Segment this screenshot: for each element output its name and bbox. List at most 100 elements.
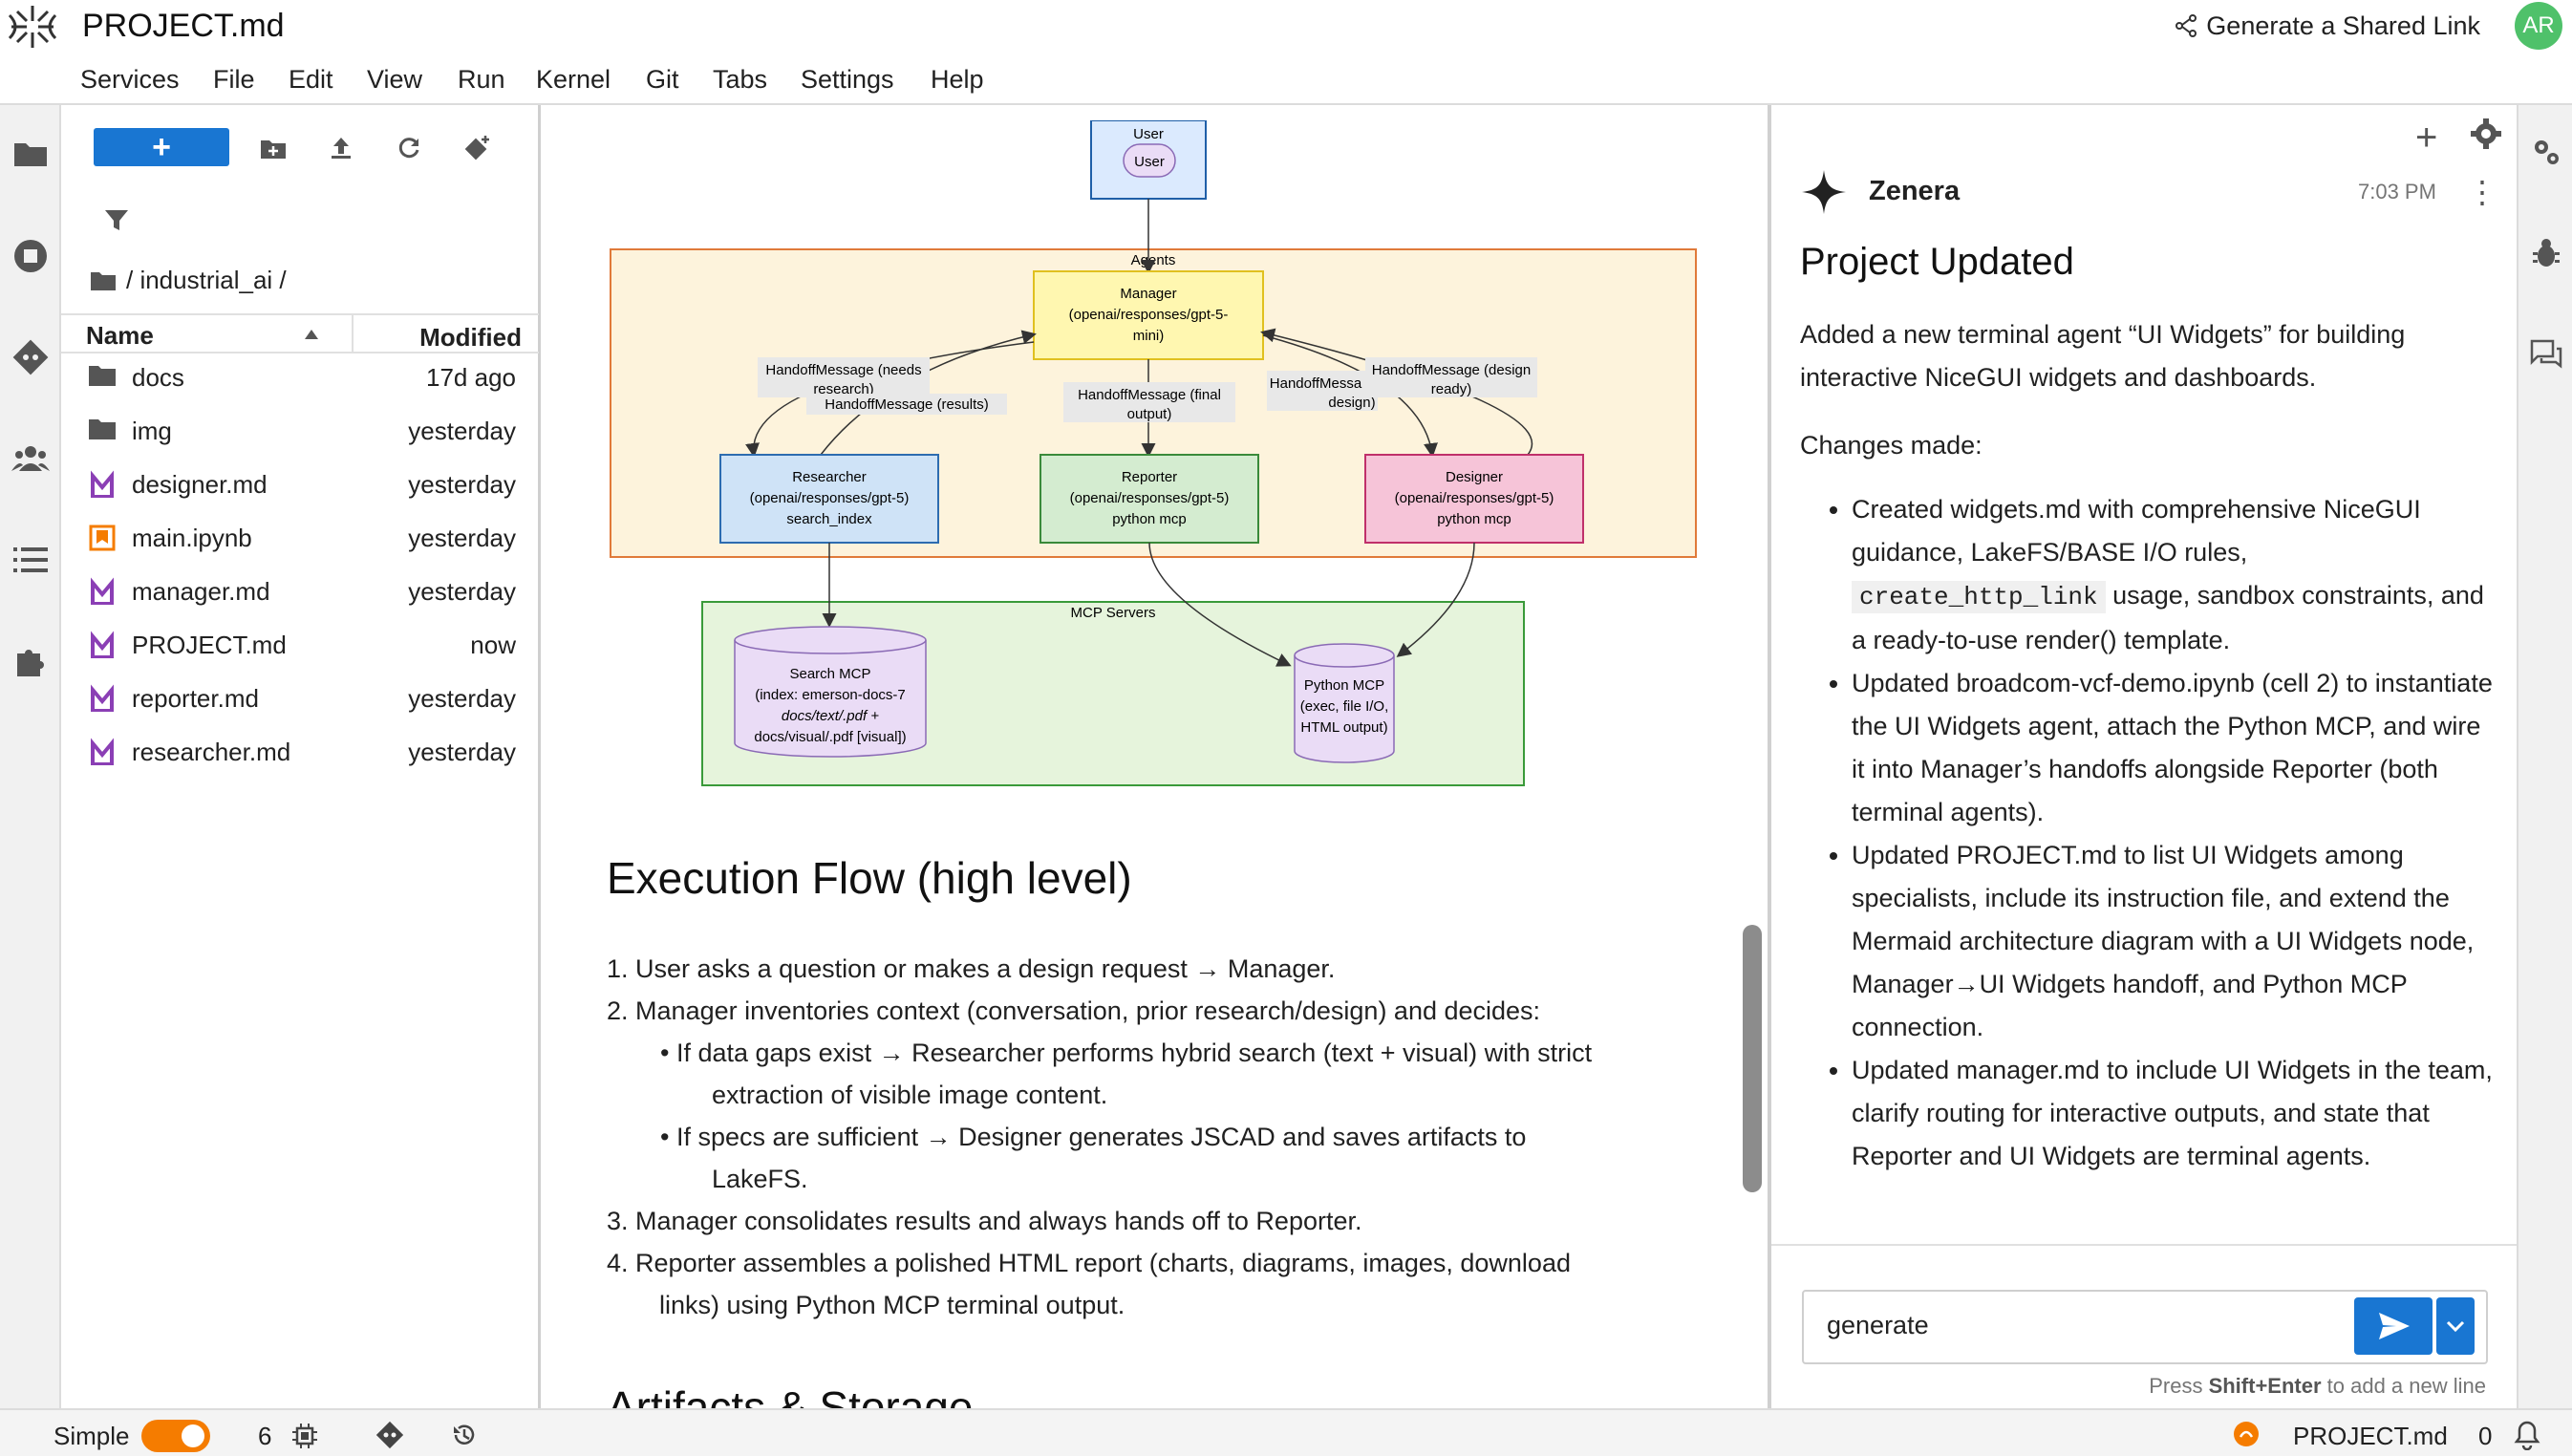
file-row[interactable]: manager.mdyesterday — [61, 569, 539, 615]
message-intro: Added a new terminal agent “UI Widgets” … — [1800, 313, 2497, 399]
kernel-status-icon[interactable] — [2232, 1420, 2261, 1448]
markdown-icon — [88, 470, 117, 499]
section-heading: Execution Flow (high level) — [607, 852, 1132, 904]
refresh-icon[interactable] — [393, 132, 425, 164]
app-logo-icon[interactable] — [6, 2, 59, 52]
menu-view[interactable]: View — [367, 65, 422, 94]
folder-icon — [88, 363, 117, 392]
menu-git[interactable]: Git — [646, 65, 679, 94]
sub-list-item-1-cont: extraction of visible image content. — [712, 1074, 1107, 1116]
running-icon[interactable] — [10, 235, 52, 277]
file-modified: yesterday — [408, 738, 516, 767]
user-node-label: User — [1133, 126, 1164, 142]
chat-panel: + Zenera 7:03 PM ⋮ Project Updated Added… — [1771, 105, 2517, 1408]
edge-needs-research-1: HandoffMessage (needs — [765, 362, 921, 378]
menu-edit[interactable]: Edit — [289, 65, 333, 94]
edge-results: HandoffMessage (results) — [825, 396, 988, 413]
left-sidebar — [0, 105, 61, 1408]
list-text: User asks a question or makes a design r… — [635, 954, 1335, 983]
hint-text: to add a new line — [2322, 1374, 2486, 1398]
file-row[interactable]: imgyesterday — [61, 409, 539, 455]
history-icon[interactable] — [451, 1422, 478, 1448]
file-modified: yesterday — [408, 524, 516, 553]
reporter-label-3: python mcp — [1112, 511, 1187, 527]
users-icon[interactable] — [10, 438, 52, 480]
file-row[interactable]: researcher.mdyesterday — [61, 730, 539, 776]
git-clone-icon[interactable] — [461, 132, 493, 164]
file-name: PROJECT.md — [132, 631, 287, 660]
edge-final-1: HandoffMessage (final — [1078, 387, 1221, 403]
chat-input[interactable]: generate — [1802, 1290, 2488, 1364]
hint-key: Shift+Enter — [2209, 1374, 2322, 1398]
folder-icon[interactable] — [10, 132, 52, 174]
manager-label-1: Manager — [1120, 286, 1176, 302]
extension-icon[interactable] — [10, 640, 52, 682]
file-row[interactable]: docs 17d ago — [61, 355, 539, 401]
input-hint: Press Shift+Enter to add a new line — [2149, 1374, 2486, 1399]
menu-services[interactable]: Services — [80, 65, 180, 94]
send-button[interactable] — [2354, 1297, 2433, 1355]
share-icon — [2174, 13, 2198, 38]
more-options-icon[interactable]: ⋮ — [2467, 174, 2497, 210]
file-row[interactable]: main.ipynbyesterday — [61, 516, 539, 562]
property-inspector-icon[interactable] — [2528, 134, 2564, 170]
list-item-2: 2. Manager inventories context (conversa… — [607, 990, 1540, 1032]
menu-run[interactable]: Run — [458, 65, 505, 94]
simple-mode-toggle[interactable] — [141, 1420, 210, 1452]
send-options-button[interactable] — [2436, 1297, 2475, 1355]
bell-icon[interactable] — [2513, 1420, 2541, 1450]
list-item-4-cont: links) using Python MCP terminal output. — [659, 1284, 1125, 1326]
file-row[interactable]: reporter.mdyesterday — [61, 676, 539, 722]
editor-scrollbar[interactable] — [1743, 925, 1762, 1192]
git-status-icon[interactable] — [375, 1420, 405, 1450]
new-launcher-button[interactable]: + — [94, 128, 229, 166]
folder-icon — [90, 270, 117, 291]
file-row[interactable]: PROJECT.mdnow — [61, 623, 539, 669]
menu-settings[interactable]: Settings — [801, 65, 894, 94]
changes-list: Created widgets.md with comprehensive Ni… — [1852, 488, 2497, 1178]
column-divider[interactable] — [352, 315, 354, 353]
document-title: PROJECT.md — [82, 4, 285, 48]
toc-icon[interactable] — [10, 539, 52, 581]
python-mcp-label-1: Python MCP — [1304, 677, 1384, 694]
edge-design-ready-2: ready) — [1431, 381, 1472, 397]
new-chat-icon[interactable]: + — [2415, 117, 2437, 160]
markdown-preview: User User Agents Manager(openai/response… — [544, 105, 1771, 1408]
python-mcp-label-2: (exec, file I/O, — [1300, 698, 1389, 715]
cpu-icon[interactable] — [290, 1422, 319, 1450]
chat-icon[interactable] — [2528, 336, 2564, 373]
new-folder-icon[interactable] — [257, 132, 289, 164]
user-avatar[interactable]: AR — [2515, 2, 2562, 50]
kernel-count[interactable]: 6 — [258, 1422, 271, 1451]
gear-icon[interactable] — [2469, 117, 2503, 151]
upload-icon[interactable] — [325, 132, 357, 164]
inline-code: create_http_link — [1852, 581, 2106, 613]
agents-group-label: Agents — [1131, 252, 1176, 268]
markdown-icon — [88, 684, 117, 713]
column-name-header[interactable]: Name — [86, 321, 154, 351]
menu-tabs[interactable]: Tabs — [713, 65, 767, 94]
list-text: Reporter assembles a polished HTML repor… — [635, 1249, 1571, 1277]
researcher-label-2: (openai/responses/gpt-5) — [750, 490, 910, 506]
status-bar: Simple 6 PROJECT.md 0 — [0, 1408, 2572, 1456]
filter-icon[interactable] — [103, 208, 130, 238]
share-link-button[interactable]: Generate a Shared Link — [2174, 8, 2480, 44]
file-row[interactable]: designer.mdyesterday — [61, 462, 539, 508]
breadcrumb[interactable]: / industrial_ai / — [90, 266, 287, 295]
file-modified: 17d ago — [426, 363, 516, 393]
chat-input-value: generate — [1827, 1311, 1929, 1340]
debugger-icon[interactable] — [2528, 235, 2564, 271]
column-modified-header[interactable]: Modified — [419, 323, 522, 353]
file-name: docs — [132, 363, 184, 393]
reporter-label-2: (openai/responses/gpt-5) — [1070, 490, 1230, 506]
title-bar: PROJECT.md Generate a Shared Link AR — [0, 0, 2572, 54]
menu-help[interactable]: Help — [931, 65, 984, 94]
menu-kernel[interactable]: Kernel — [536, 65, 611, 94]
send-icon — [2354, 1297, 2433, 1355]
git-icon[interactable] — [10, 336, 52, 378]
next-section-heading: Artifacts & Storage — [607, 1381, 974, 1408]
menu-file[interactable]: File — [213, 65, 255, 94]
mcp-servers-label: MCP Servers — [1071, 605, 1156, 621]
notebook-icon — [88, 524, 117, 552]
markdown-icon — [88, 577, 117, 606]
